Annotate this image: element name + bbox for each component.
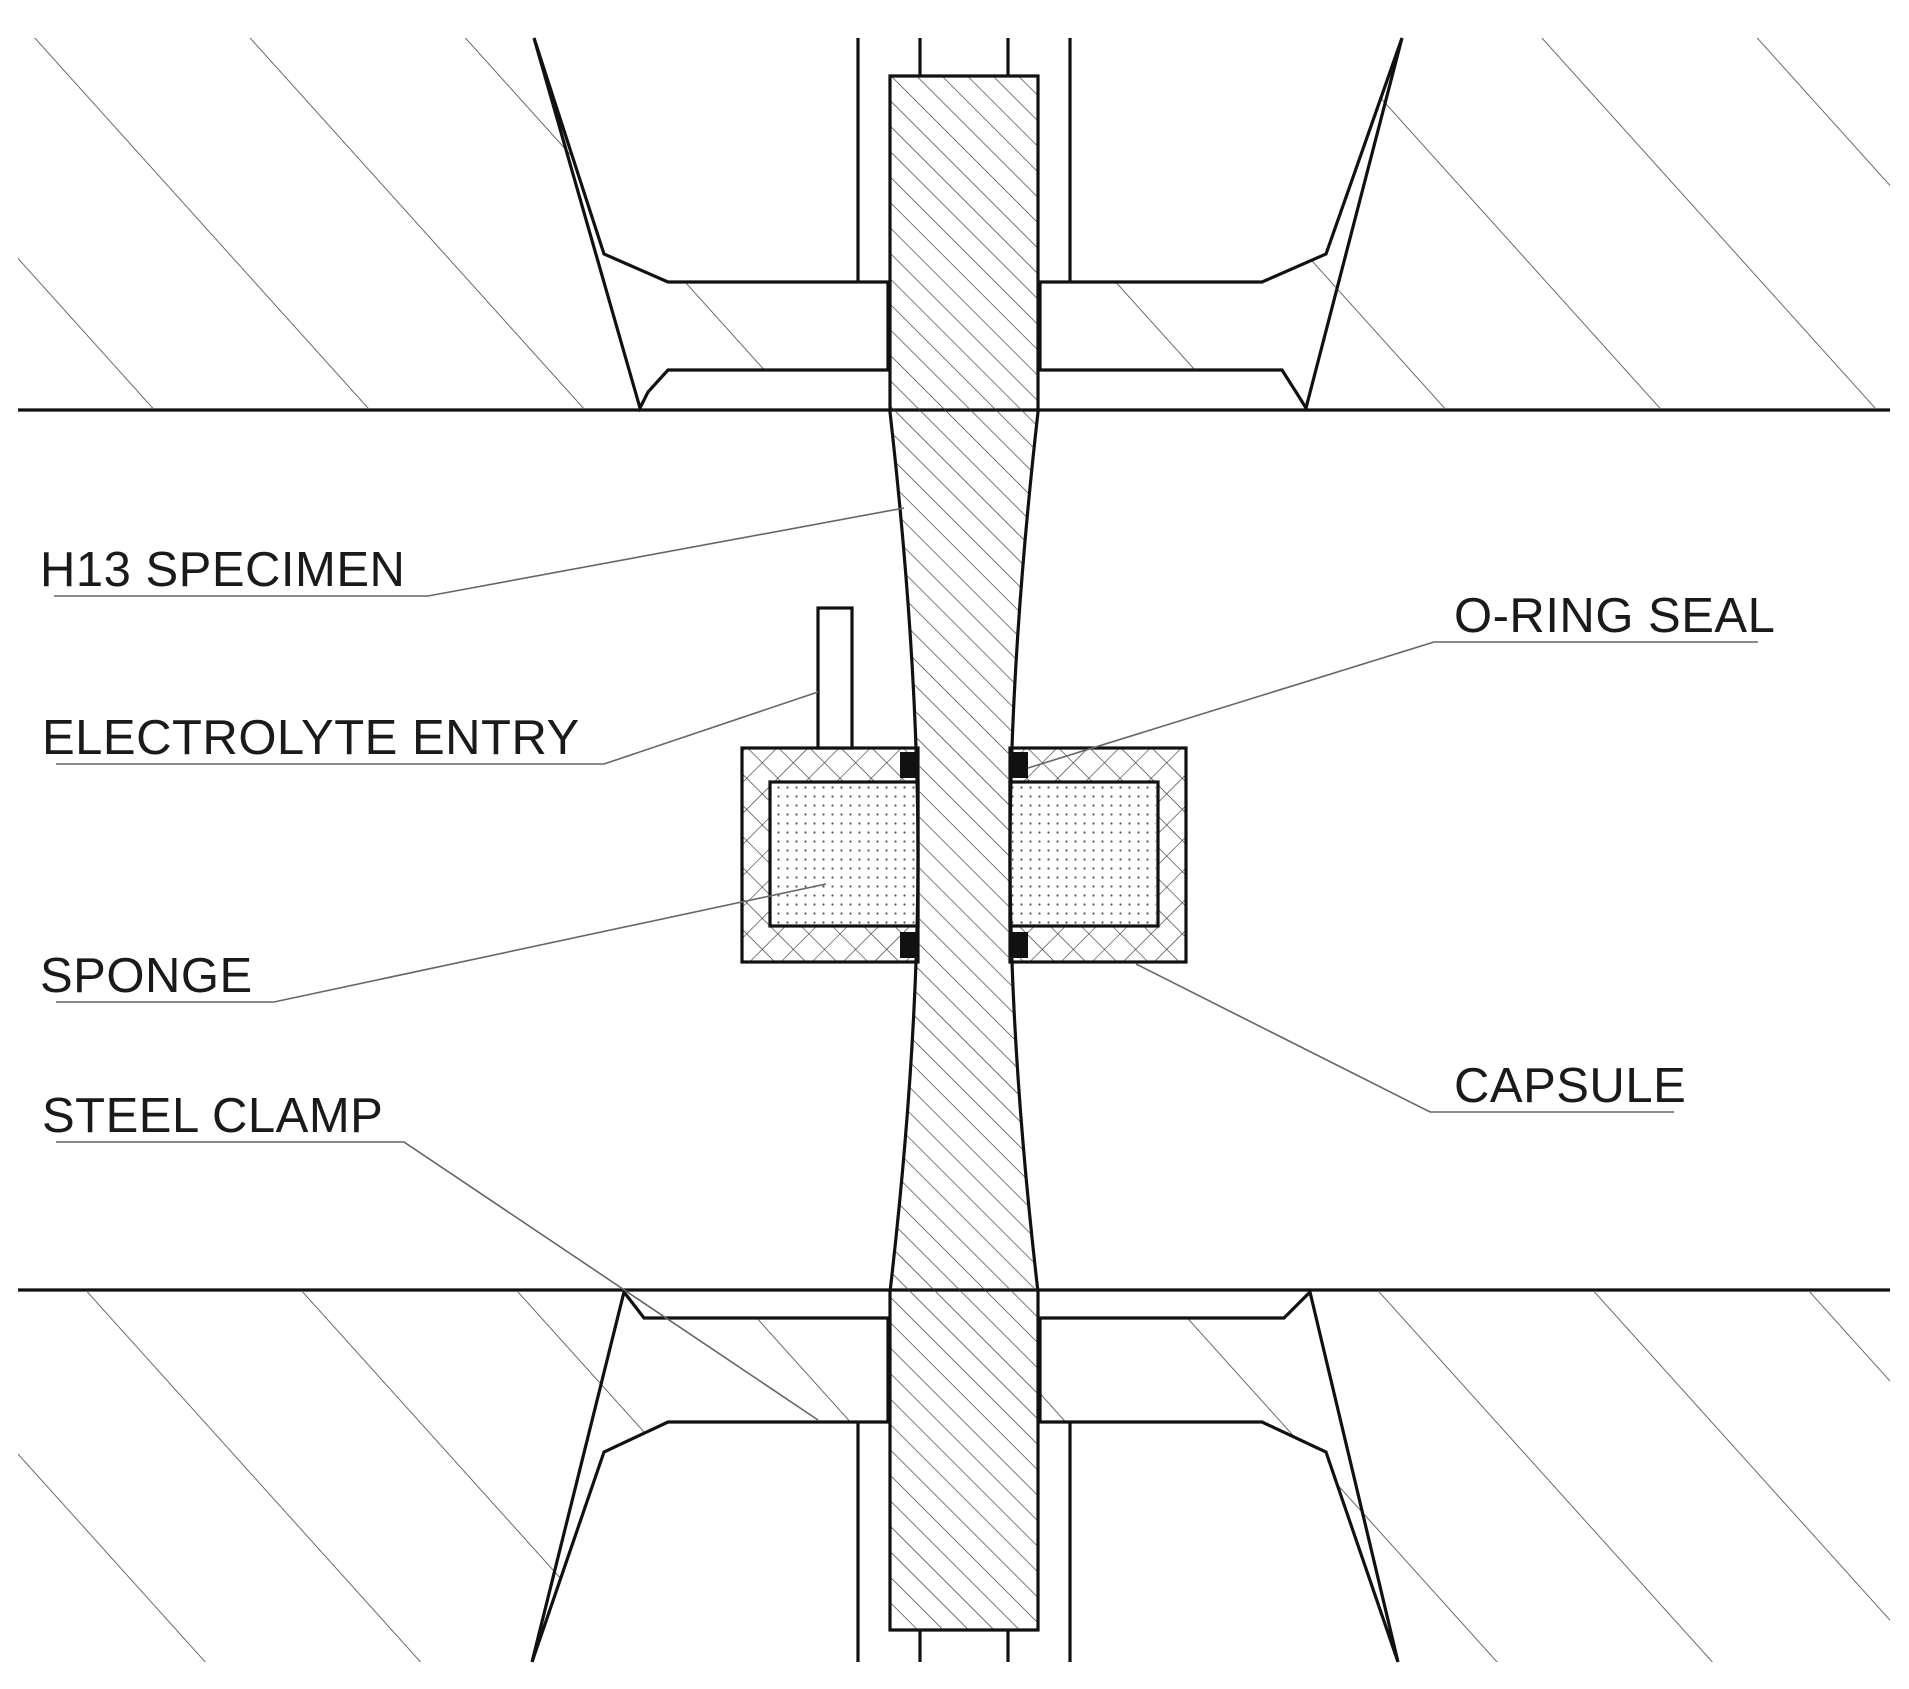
o-ring-seal-bottom-left — [900, 932, 918, 958]
sponge-left-dots — [772, 784, 916, 924]
bottom-clamp — [18, 1288, 1890, 1663]
label-capsule: CAPSULE — [1454, 1059, 1686, 1113]
sponge-right-dots — [1012, 784, 1156, 924]
h13-specimen — [888, 74, 1040, 1632]
electrolyte-entry-tube — [816, 606, 854, 750]
leader-electrolyte — [56, 691, 819, 765]
o-ring-seal-top-left — [900, 752, 918, 778]
bottom-clamp-left-body — [18, 1292, 888, 1662]
top-clamp-right-body — [1040, 38, 1890, 408]
bottom-right-wedge — [1038, 1288, 1400, 1663]
leader-sponge — [56, 883, 827, 1003]
label-steel-clamp: STEEL CLAMP — [42, 1089, 383, 1143]
bottom-clamp-right-body — [1040, 1292, 1890, 1662]
leader-specimen — [54, 507, 905, 597]
label-electrolyte-entry: ELECTROLYTE ENTRY — [42, 711, 580, 765]
leader-o-ring — [1027, 641, 1758, 769]
o-ring-seal-top-right — [1010, 752, 1028, 778]
label-sponge: SPONGE — [40, 949, 253, 1003]
leader-steel-clamp — [56, 1141, 819, 1421]
top-right-wedge — [1038, 37, 1404, 413]
leader-capsule — [1135, 963, 1674, 1113]
label-o-ring-seal: O-RING SEAL — [1454, 589, 1775, 643]
top-clamp-left-body — [18, 38, 888, 408]
o-ring-seal-bottom-right — [1010, 932, 1028, 958]
bottom-left-wedge — [530, 1288, 890, 1663]
label-h13-specimen: H13 SPECIMEN — [40, 543, 405, 597]
top-left-wedge — [532, 37, 890, 413]
leader-lines — [54, 507, 1758, 1421]
labels: H13 SPECIMEN O-RING SEAL ELECTROLYTE ENT… — [40, 543, 1775, 1143]
